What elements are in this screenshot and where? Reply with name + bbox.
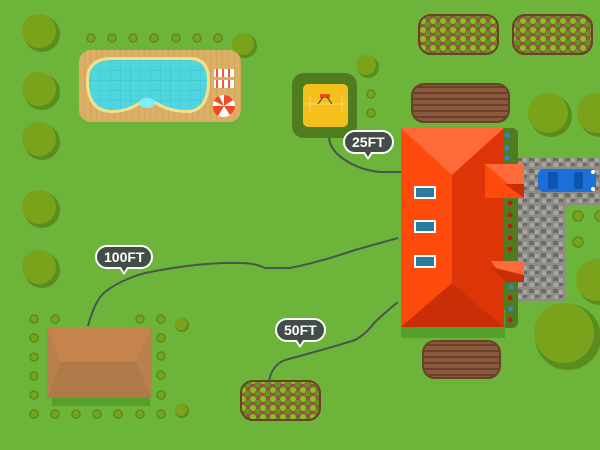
vegetable-bed[interactable] [240,380,321,421]
tree-icon [232,33,257,58]
vegetable-bed[interactable] [418,14,499,55]
tree-column-left [22,14,60,288]
tree-icon [356,55,379,78]
tree-icon [534,303,600,370]
distance-label-50ft[interactable]: 50FT [275,318,326,348]
car-icon[interactable] [538,169,596,192]
playground-sandbox[interactable] [292,73,357,138]
swimming-pool[interactable] [79,50,241,122]
plowed-bed[interactable] [422,340,501,379]
skylight-icon [414,220,436,233]
hedge-row [29,314,166,419]
skylight-icon [414,255,436,268]
distance-label-100ft[interactable]: 100FT [95,245,154,275]
tree-icon [22,250,60,288]
main-house[interactable] [401,128,524,338]
path-shed-to-house [87,237,399,327]
hedge-row [86,33,223,43]
lounge-chair-icon [214,69,234,77]
tree-icon [528,93,572,137]
tree-icon [22,72,60,110]
flowers [504,132,514,323]
tree-icon [22,190,60,228]
tree-icon [576,259,600,305]
hedge-row [572,210,600,248]
shed[interactable] [47,328,152,406]
tree-icon [175,404,189,418]
distance-label-25ft[interactable]: 25FT [343,130,394,160]
swing-icon [306,96,346,112]
distance-paths [87,137,401,382]
skylight-icon [414,186,436,199]
path-garden-to-house [268,301,399,382]
vegetable-bed[interactable] [512,14,593,55]
path-playground-to-house [328,137,401,173]
tree-icon [175,318,189,332]
tree-icon [22,122,60,160]
lounge-chair-icon [214,80,234,88]
beach-umbrella-icon [212,95,235,117]
plowed-bed[interactable] [411,83,510,123]
tree-icon [577,93,600,137]
tree-icon [22,14,60,52]
hedge-row [366,89,376,118]
